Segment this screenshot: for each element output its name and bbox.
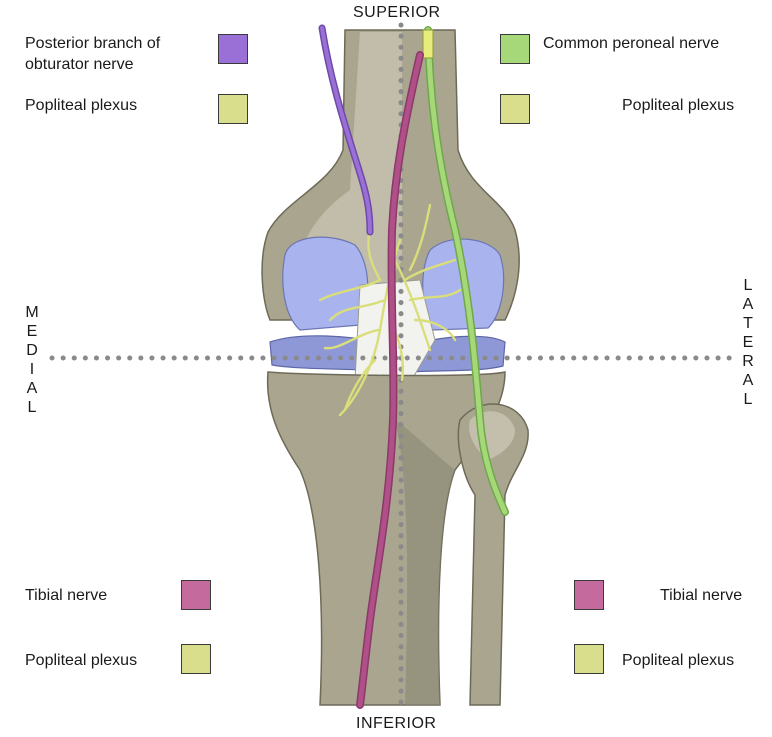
legend-swatch-plexus-br [574,644,604,674]
peroneal-cut-end [423,30,433,58]
legend-swatch-tibial-br [574,580,604,610]
legend-swatch-obturator [218,34,248,64]
lateral-label: L A T E R A L [740,276,756,409]
legend-label-obturator: Posterior branch of obturator nerve [25,33,160,75]
legend-label-plexus-tl: Popliteal plexus [25,95,137,116]
legend-swatch-plexus-tr [500,94,530,124]
inferior-label: INFERIOR [356,715,436,733]
legend-swatch-plexus-tl [218,94,248,124]
legend-label-plexus-br: Popliteal plexus [622,650,734,671]
medial-label: M E D I A L [24,303,40,417]
legend-label-peroneal: Common peroneal nerve [543,33,719,54]
medial-condyle-cartilage [283,237,368,330]
legend-swatch-peroneal [500,34,530,64]
legend-label-tibial-bl: Tibial nerve [25,585,107,606]
legend-swatch-tibial-bl [181,580,211,610]
superior-label: SUPERIOR [353,4,441,22]
legend-label-plexus-tr: Popliteal plexus [622,95,734,116]
legend-label-tibial-br: Tibial nerve [660,585,742,606]
legend-label-plexus-bl: Popliteal plexus [25,650,137,671]
legend-swatch-plexus-bl [181,644,211,674]
